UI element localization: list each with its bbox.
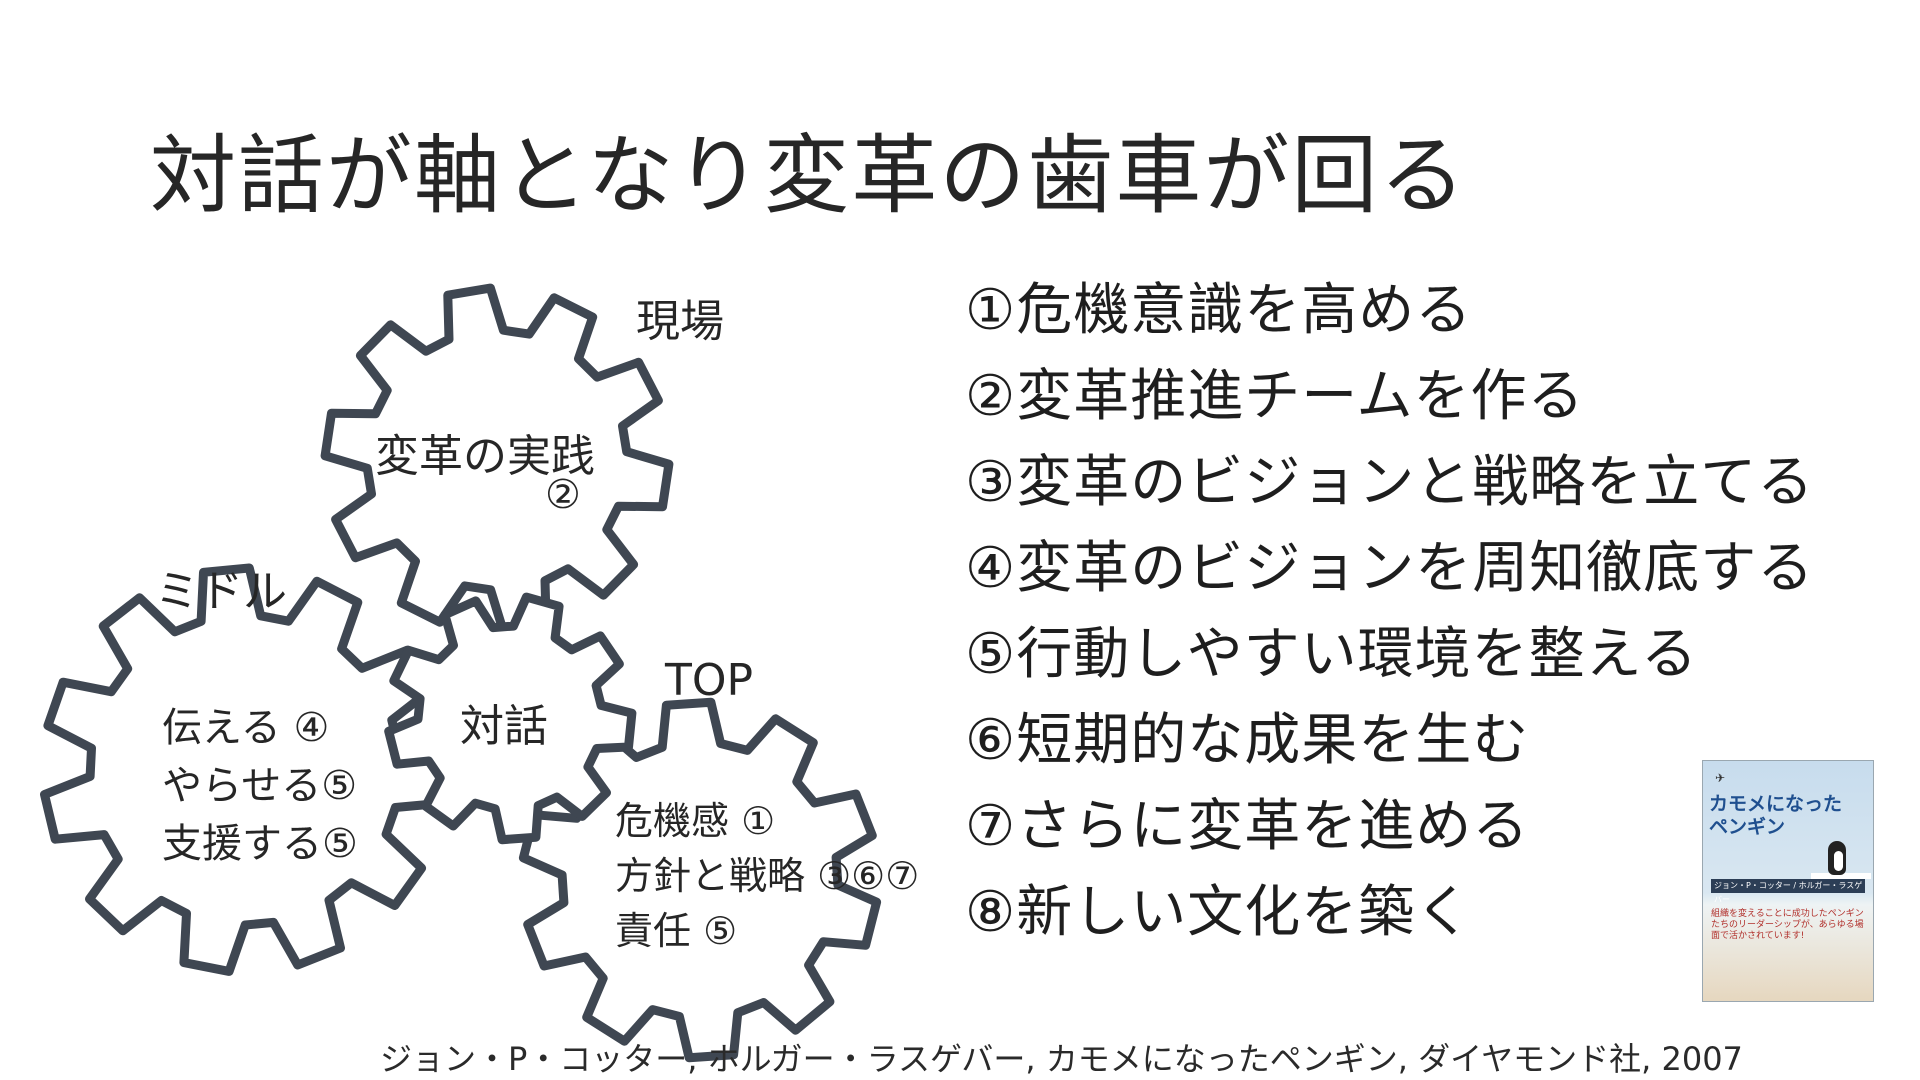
page-title: 対話が軸となり変革の歯車が回る bbox=[150, 126, 1468, 226]
group-label-field: 現場 bbox=[636, 296, 724, 347]
step-item: ⑤行動しやすい環境を整える bbox=[965, 622, 1698, 687]
step-item: ②変革推進チームを作る bbox=[965, 364, 1585, 429]
step-item: ⑧新しい文化を築く bbox=[965, 880, 1473, 945]
penguin-icon bbox=[1828, 841, 1846, 875]
book-cover-image: ✈ カモメになった ペンギン ジョン・P・コッター / ホルガー・ラスゲバー 組… bbox=[1702, 760, 1874, 1002]
step-item: ①危機意識を高める bbox=[965, 278, 1473, 343]
gear-left-line: やらせる⑤ bbox=[162, 763, 358, 809]
gear-right-line: 責任 ⑤ bbox=[615, 909, 738, 953]
citation: ジョン・P・コッター, ホルガー・ラスゲバー, カモメになったペンギン, ダイヤ… bbox=[380, 1040, 1743, 1078]
gear-top bbox=[320, 283, 674, 637]
book-subtitle: 組織を変えることに成功したペンギンたちのリーダーシップが、あらゆる場面で活かされ… bbox=[1711, 909, 1864, 941]
gull-icon: ✈ bbox=[1715, 771, 1726, 785]
step-item: ③変革のビジョンと戦略を立てる bbox=[965, 450, 1815, 515]
gear-right-line: 危機感 ① bbox=[615, 799, 776, 843]
book-title-line: ペンギン bbox=[1709, 816, 1786, 838]
step-item: ⑥短期的な成果を生む bbox=[965, 708, 1530, 773]
gear-right-line: 方針と戦略 ③⑥⑦ bbox=[615, 854, 920, 898]
gear-top-text: 変革の実践 bbox=[375, 431, 595, 482]
group-label-top: TOP bbox=[665, 655, 754, 706]
book-title: カモメになった ペンギン bbox=[1709, 793, 1842, 839]
gear-center bbox=[384, 592, 637, 845]
gear-left-line: 伝える ④ bbox=[162, 705, 330, 751]
gear-left-line: 支援する⑤ bbox=[162, 821, 358, 867]
step-item: ⑦さらに変革を進める bbox=[965, 794, 1530, 859]
group-label-middle: ミドル bbox=[155, 566, 287, 617]
book-author-bar: ジョン・P・コッター / ホルガー・ラスゲバー bbox=[1711, 879, 1865, 904]
gear-left bbox=[40, 563, 452, 976]
gear-right bbox=[518, 697, 882, 1063]
gear-top-number: ② bbox=[545, 472, 581, 518]
gear-center-text: 対話 bbox=[460, 701, 548, 752]
steps-list: ①危機意識を高める ②変革推進チームを作る ③変革のビジョンと戦略を立てる ④変… bbox=[965, 268, 1814, 956]
iceberg bbox=[1811, 873, 1871, 879]
step-item: ④変革のビジョンを周知徹底する bbox=[965, 536, 1815, 601]
book-title-line: カモメになった bbox=[1709, 793, 1843, 815]
